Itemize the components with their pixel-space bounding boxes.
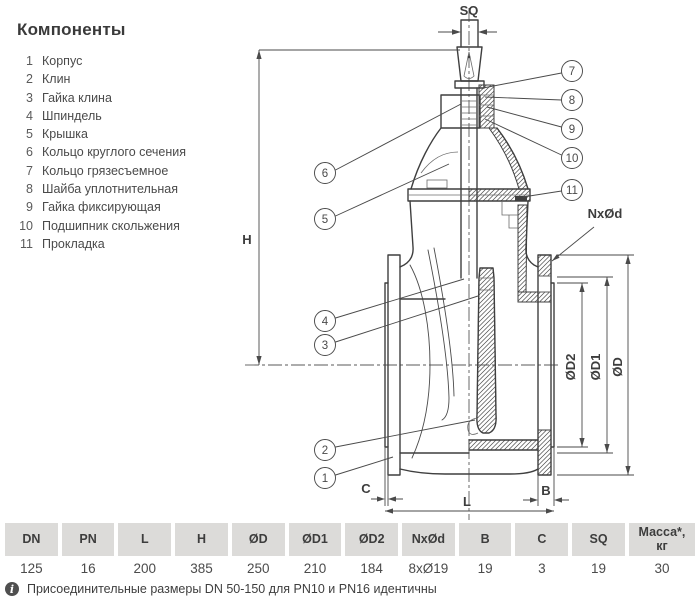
col-sq: SQ [572, 523, 625, 556]
dim-od2: ØD2 [563, 354, 578, 381]
col-h: H [175, 523, 228, 556]
val-b: 19 [458, 556, 512, 578]
val-l: 200 [118, 556, 172, 578]
callout-2: 2 [322, 445, 328, 457]
dimension-lines [256, 29, 634, 514]
callout-7: 7 [569, 66, 575, 78]
val-c: 3 [515, 556, 569, 578]
val-h: 385 [175, 556, 228, 578]
dim-sq: SQ [460, 3, 479, 18]
col-l: L [118, 523, 172, 556]
callout-balloons: 1 2 3 4 5 6 7 8 9 10 11 [314, 60, 583, 489]
dim-od: ØD [610, 357, 625, 377]
section-hatch-regions [468, 84, 552, 476]
val-dn: 125 [5, 556, 58, 578]
footnote-text: Присоединительные размеры DN 50-150 для … [27, 582, 437, 596]
table-header-row: DN PN L H ØD ØD1 ØD2 NxØd B C SQ Масса*,… [5, 523, 695, 556]
components-title: Компоненты [17, 20, 126, 39]
table-row: 125 16 200 385 250 210 184 8xØ19 19 3 19… [5, 556, 695, 578]
dim-od1: ØD1 [588, 354, 603, 381]
callout-1: 1 [322, 473, 328, 485]
callout-8: 8 [569, 95, 575, 107]
dim-c: C [361, 481, 371, 496]
callout-4: 4 [322, 316, 329, 328]
col-dn: DN [5, 523, 58, 556]
val-sq: 19 [572, 556, 625, 578]
dimension-labels: SQ H NxØd ØD2 ØD1 ØD C L B [242, 3, 625, 509]
valve-section-drawing: SQ H NxØd ØD2 ØD1 ØD C L B 1 2 3 4 5 6 7… [242, 3, 634, 520]
col-od2: ØD2 [345, 523, 399, 556]
val-mass: 30 [628, 556, 695, 578]
callout-6: 6 [322, 168, 328, 180]
info-icon: i [5, 582, 19, 596]
col-od: ØD [231, 523, 285, 556]
dim-l: L [463, 494, 471, 509]
spec-table: DN PN L H ØD ØD1 ØD2 NxØd B C SQ Масса*,… [1, 523, 699, 578]
col-nxod: NxØd [402, 523, 455, 556]
val-od: 250 [231, 556, 285, 578]
col-mass: Масса*,кг [628, 523, 695, 556]
callout-9: 9 [569, 124, 575, 136]
col-od1: ØD1 [288, 523, 342, 556]
dim-b: B [541, 483, 550, 498]
dim-nxod: NxØd [588, 206, 623, 221]
col-pn: PN [61, 523, 115, 556]
footnote: i Присоединительные размеры DN 50-150 дл… [5, 582, 437, 596]
callout-3: 3 [322, 340, 328, 352]
val-pn: 16 [61, 556, 115, 578]
dim-h: H [242, 232, 251, 247]
centerlines [245, 8, 560, 520]
callout-10: 10 [566, 153, 579, 165]
val-od1: 210 [288, 556, 342, 578]
val-nxod: 8xØ19 [402, 556, 455, 578]
col-c: C [515, 523, 569, 556]
val-od2: 184 [345, 556, 399, 578]
callout-5: 5 [322, 214, 328, 226]
valve-body-outline [384, 19, 555, 476]
col-b: B [458, 523, 512, 556]
callout-11: 11 [566, 185, 578, 197]
